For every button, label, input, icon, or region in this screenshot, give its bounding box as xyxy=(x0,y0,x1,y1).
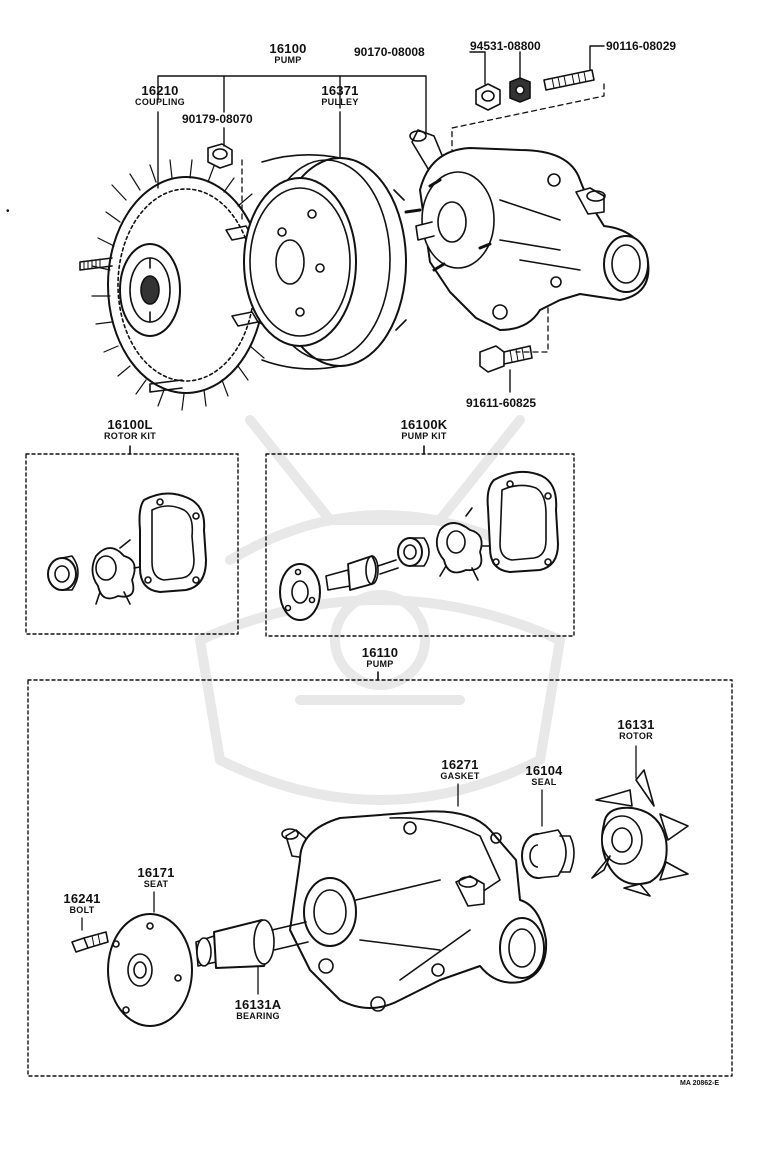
part-name: PUMP xyxy=(274,55,302,65)
part-number: 16131 xyxy=(617,717,655,732)
part-name: BOLT xyxy=(69,905,95,915)
seal-icon xyxy=(47,555,79,591)
label-bolt-91611: 91611-60825 xyxy=(466,396,537,410)
part-name: SEAL xyxy=(531,777,557,787)
margin-mark: • xyxy=(6,206,10,217)
label-rotor: 16131 ROTOR xyxy=(617,718,654,741)
part-name: GASKET xyxy=(440,771,480,781)
stud-icon xyxy=(543,69,595,91)
label-washer-94531: 94531-08800 xyxy=(470,39,541,53)
bearing-shaft-icon xyxy=(325,555,399,591)
part-number: 16104 xyxy=(525,763,563,778)
water-pump-housing-icon xyxy=(404,129,650,331)
part-name: BEARING xyxy=(236,1011,280,1021)
bolt-icon xyxy=(479,345,533,373)
label-bolt-16241: 16241 BOLT xyxy=(63,892,100,915)
fan-coupling-icon xyxy=(91,159,281,411)
part-name: COUPLING xyxy=(135,97,185,107)
part-number: 16210 xyxy=(141,83,179,98)
bearing-shaft-icon xyxy=(195,919,309,969)
rotor-impeller-icon xyxy=(591,769,689,897)
nut-icon xyxy=(207,77,531,169)
label-coupling: 16210 COUPLING xyxy=(135,84,185,107)
bolt-icon xyxy=(71,931,109,953)
gasket-icon xyxy=(138,492,207,593)
label-rotor-kit: 16100L ROTOR KIT xyxy=(104,418,156,441)
drawing-code: MA 20862-E xyxy=(680,1080,720,1087)
seal-icon xyxy=(521,829,575,879)
label-pump-top: 16100 PUMP xyxy=(269,42,306,65)
water-pump-housing-icon xyxy=(281,810,548,1012)
part-name: ROTOR xyxy=(619,731,653,741)
part-number: 16110 xyxy=(361,645,399,660)
rotor-kit-box xyxy=(25,453,239,635)
seat-flange-icon xyxy=(279,563,321,621)
seat-flange-icon xyxy=(107,913,193,1027)
part-number: 16171 xyxy=(137,865,175,880)
part-number: 16100 xyxy=(269,41,307,56)
part-name: ROTOR KIT xyxy=(103,431,157,441)
label-gasket: 16271 GASKET xyxy=(440,758,479,781)
part-name: SEAT xyxy=(143,879,169,889)
label-stud-90116: 90116-08029 xyxy=(606,39,677,53)
seal-icon xyxy=(397,537,430,567)
part-number: 16131A xyxy=(234,997,282,1012)
label-pulley: 16371 PULLEY xyxy=(321,84,358,107)
stud-icon xyxy=(79,257,183,393)
pump-assembly-box xyxy=(27,679,733,1077)
part-name: PULLEY xyxy=(321,97,359,107)
label-nut-90179: 90179-08070 xyxy=(182,112,253,126)
part-name: PUMP KIT xyxy=(401,431,447,441)
label-pump-kit: 16100K PUMP KIT xyxy=(401,418,448,441)
pump-kit-box xyxy=(265,453,575,637)
impeller-icon xyxy=(435,507,495,581)
pump-bracket-leaders xyxy=(157,45,605,393)
part-number: 16371 xyxy=(321,83,359,98)
label-nut-90170: 90170-08008 xyxy=(354,45,425,59)
gasket-icon xyxy=(486,470,559,573)
part-number: 16241 xyxy=(63,891,101,906)
label-bearing: 16131A BEARING xyxy=(235,998,282,1021)
part-number: 16271 xyxy=(441,757,479,772)
impeller-icon xyxy=(91,539,147,605)
label-pump-sub: 16110 PUMP xyxy=(362,646,398,669)
label-seal: 16104 SEAL xyxy=(525,764,562,787)
pulley-icon xyxy=(243,154,407,370)
label-seat: 16171 SEAT xyxy=(137,866,174,889)
part-number: 16100K xyxy=(400,417,448,432)
part-name: PUMP xyxy=(366,659,394,669)
part-number: 16100L xyxy=(107,417,153,432)
